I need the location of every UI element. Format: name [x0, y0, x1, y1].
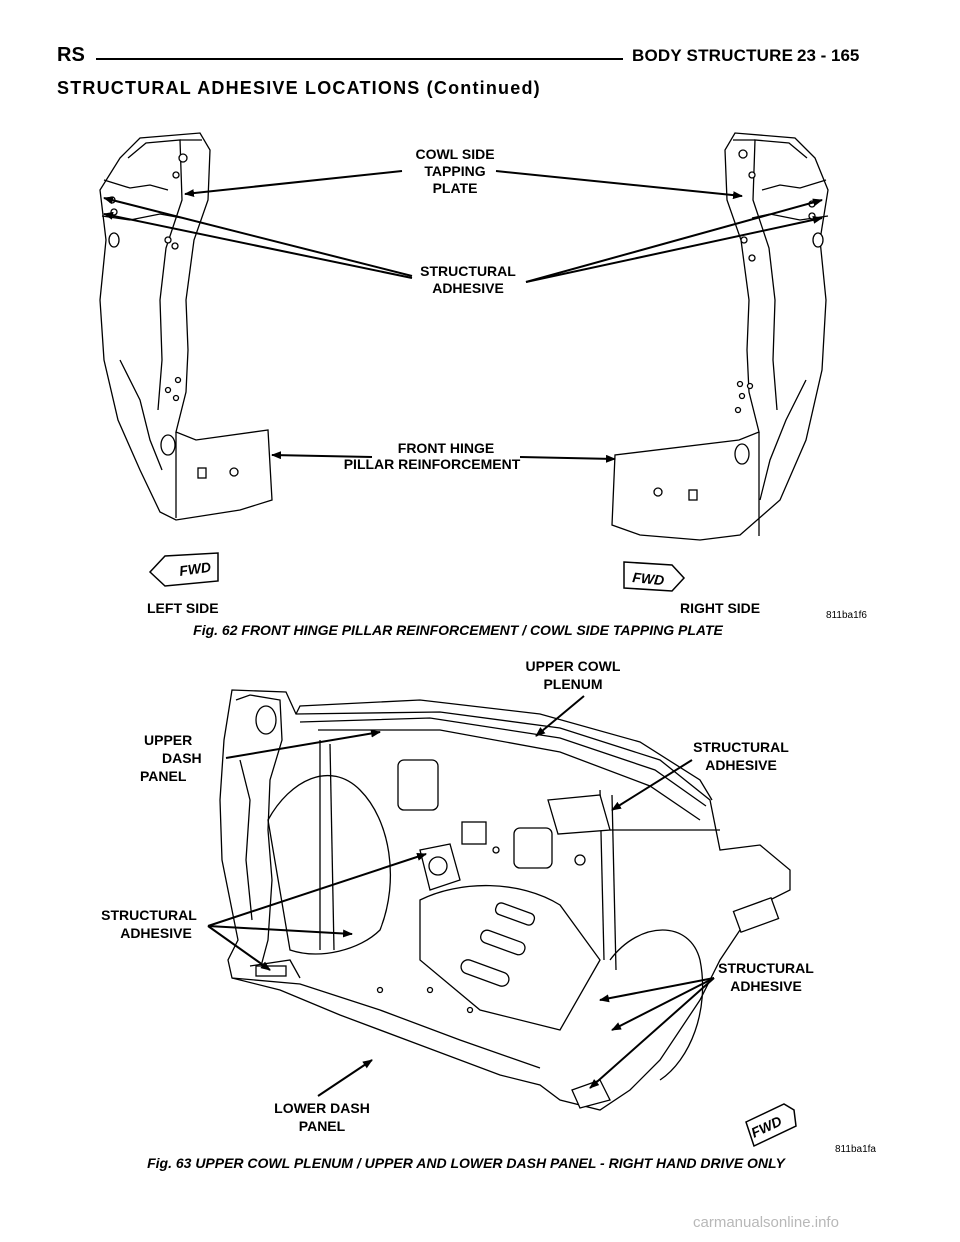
fwd-arrow-left-icon: FWD [148, 552, 219, 587]
label-cowl-side-3: PLATE [433, 180, 478, 196]
left-pillar-drawing [99, 132, 273, 521]
label-upper-dash-3: PANEL [140, 768, 187, 784]
label-front-hinge-2: PILLAR REINFORCEMENT [344, 456, 521, 472]
figure-63: UPPER COWL PLENUM UPPER DASH PANEL STRUC… [101, 658, 876, 1171]
label-structural-adhesive-2: ADHESIVE [432, 280, 504, 296]
fwd-arrow-figure63-icon: FWD [745, 1103, 797, 1148]
label-adhesive-b-1: STRUCTURAL [101, 907, 197, 923]
label-cowl-side-2: TAPPING [424, 163, 485, 179]
figure-63-leaders [207, 695, 715, 1097]
figure-63-code: 811ba1fa [835, 1144, 876, 1155]
figure-62-caption: Fig. 62 FRONT HINGE PILLAR REINFORCEMENT… [193, 622, 723, 638]
label-upper-dash-1: UPPER [144, 732, 192, 748]
label-adhesive-a-1: STRUCTURAL [693, 739, 789, 755]
label-upper-cowl-1: UPPER COWL [526, 658, 621, 674]
header-page-number: 23 - 165 [797, 46, 860, 65]
label-adhesive-a-2: ADHESIVE [705, 757, 777, 773]
header-title: BODY STRUCTURE [632, 46, 794, 65]
header-rule [96, 58, 623, 60]
header-section-code: RS [57, 44, 85, 66]
figure-62: COWL SIDE TAPPING PLATE STRUCTURAL ADHES… [99, 132, 867, 638]
watermark: carmanualsonline.info [693, 1214, 839, 1231]
label-upper-cowl-2: PLENUM [543, 676, 602, 692]
label-adhesive-c-1: STRUCTURAL [718, 960, 814, 976]
fwd-label-right: FWD [632, 569, 665, 588]
label-left-side: LEFT SIDE [147, 600, 219, 616]
label-adhesive-b-2: ADHESIVE [120, 925, 192, 941]
label-lower-dash-1: LOWER DASH [274, 1100, 370, 1116]
label-front-hinge-1: FRONT HINGE [398, 440, 494, 456]
label-adhesive-c-2: ADHESIVE [730, 978, 802, 994]
dash-panel-drawing [219, 689, 791, 1111]
label-structural-adhesive-1: STRUCTURAL [420, 263, 516, 279]
section-title: STRUCTURAL ADHESIVE LOCATIONS (Continued… [57, 78, 541, 98]
figure-62-code: 811ba1f6 [826, 610, 867, 621]
label-cowl-side-1: COWL SIDE [415, 146, 494, 162]
figure-63-caption: Fig. 63 UPPER COWL PLENUM / UPPER AND LO… [147, 1155, 786, 1171]
label-upper-dash-2: DASH [162, 750, 202, 766]
label-right-side: RIGHT SIDE [680, 600, 760, 616]
fwd-label-left: FWD [178, 559, 212, 579]
figure-62-leaders [103, 170, 823, 463]
fwd-arrow-right-icon: FWD [623, 561, 686, 592]
label-lower-dash-2: PANEL [299, 1118, 346, 1134]
